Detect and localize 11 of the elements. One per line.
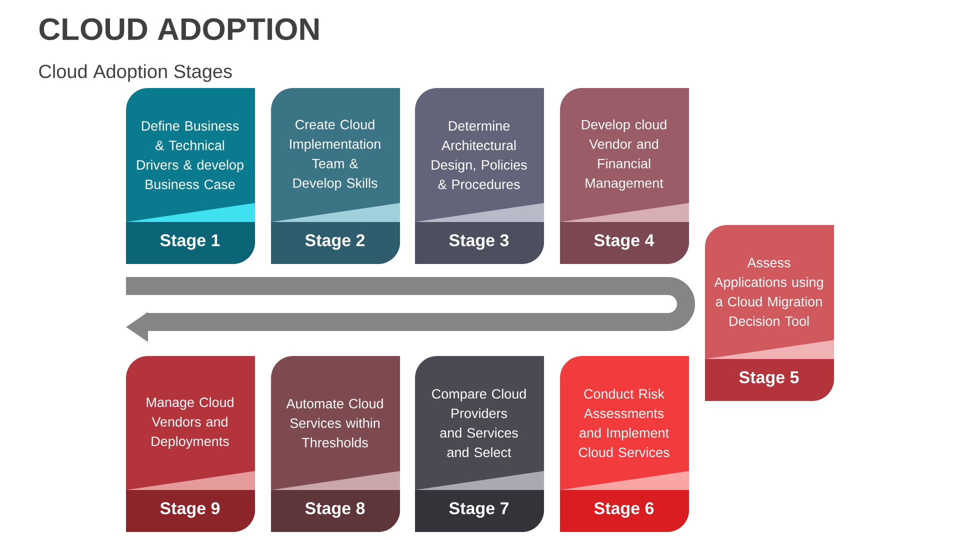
stage-card: Define Business & Technical Drivers & develop Business Case Stage 1: [126, 88, 255, 264]
stage-card: Conduct Risk Assessments and Implement Cloud Services Stage 6: [560, 356, 689, 532]
stage-card: Assess Applications using a Cloud Migration Decision Tool Stage 5: [705, 224, 834, 401]
stage-card: Manage Cloud Vendors and Deployments Stage 9: [126, 356, 255, 532]
stage-card: Develop cloud Vendor and Financial Management Stage 4: [560, 88, 689, 264]
stage-card: Compare Cloud Providers and Services and Select Stage 7: [415, 356, 544, 532]
stage-card: Create Cloud Implementation Team & Develop Skills Stage 2: [271, 88, 400, 264]
title: CLOUD ADOPTION: [39, 18, 319, 40]
subtitle: Cloud Adoption Stages: [39, 64, 232, 82]
stage-card: Determine Architectural Design, Policies & Procedures Stage 3: [415, 88, 544, 264]
stage-card: Automate Cloud Services within Thresholds Stage 8: [271, 356, 400, 532]
